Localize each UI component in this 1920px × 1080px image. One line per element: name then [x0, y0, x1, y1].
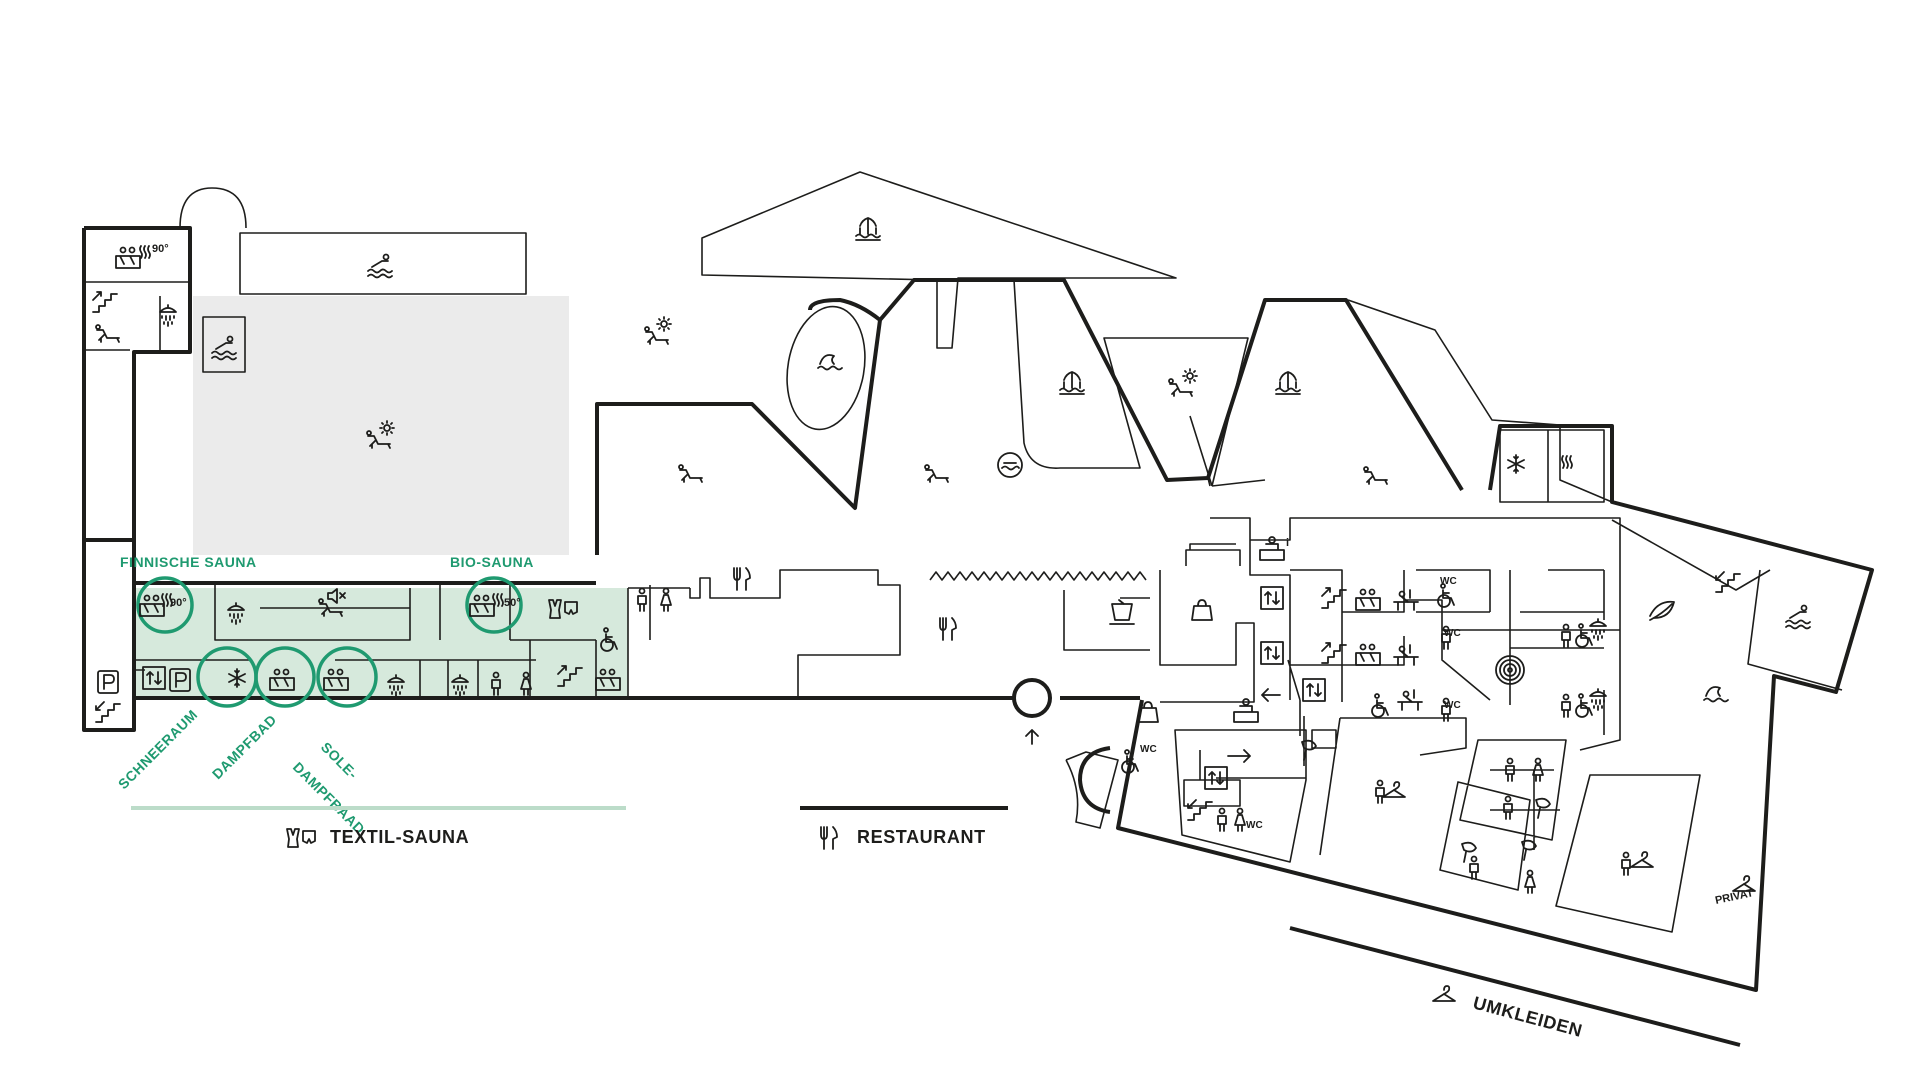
fountain-pool-icon-3 — [1275, 371, 1301, 395]
toilet-icon-woman-3 — [1234, 807, 1246, 832]
whirlpool-icon-2 — [1785, 604, 1811, 630]
lounger-icon — [95, 324, 120, 343]
elevator-icon-2 — [1260, 586, 1284, 610]
wc-label: WC — [1440, 576, 1457, 587]
shower-icon — [159, 304, 177, 327]
west-semicircle — [179, 187, 247, 229]
legend-textil-sauna[interactable]: TEXTIL-SAUNA — [330, 827, 469, 847]
sun-icon-2 — [656, 316, 672, 332]
restaurant-icon-2 — [939, 617, 957, 641]
wave-pool-icon-2 — [1703, 686, 1729, 703]
sole-dampfbad-marker[interactable] — [316, 646, 378, 708]
restaurant-icon — [733, 567, 751, 591]
lounger-icon-3 — [924, 464, 949, 483]
wheelchair-icon-2 — [1437, 583, 1455, 608]
sauna-icon-4 — [1355, 643, 1381, 666]
outer-wall-east — [1116, 424, 1874, 992]
umkleiden-underline — [1289, 926, 1741, 1047]
whirlpool-icon — [997, 452, 1023, 478]
wc-label-4: WC — [1140, 744, 1157, 755]
arrow-right-icon — [1227, 749, 1251, 763]
sole-label-line1[interactable]: SOLE- — [318, 739, 361, 782]
sauna-icon — [115, 246, 141, 269]
finnische-sauna-temp: 90° — [170, 597, 187, 609]
toilet-icon-woman-2 — [660, 587, 672, 612]
outdoor-terrace-area — [193, 296, 569, 555]
finnische-sauna-label[interactable]: FINNISCHE SAUNA — [120, 554, 257, 570]
toilet-icon-10 — [1503, 795, 1513, 820]
outer-wall-middle — [878, 278, 1464, 492]
bar-icon — [1109, 599, 1135, 625]
outer-wall-north — [595, 298, 882, 555]
sun-icon-3 — [1182, 368, 1198, 384]
toilet-icon-2 — [637, 587, 647, 612]
toilet-icon-woman-5 — [1524, 869, 1536, 894]
steam-heat-icon — [139, 245, 151, 259]
entrance-rotunda — [1012, 678, 1052, 718]
wheelchair-icon-3 — [1371, 693, 1389, 718]
bio-sauna-label[interactable]: BIO-SAUNA — [450, 554, 534, 570]
fountain-pool-icon-2 — [1059, 371, 1085, 395]
changing-room-icon-2 — [1630, 851, 1654, 868]
wc-label-5: WC — [1246, 820, 1263, 831]
east-semicircle — [1078, 746, 1111, 814]
swimming-pool-icon — [367, 253, 393, 279]
hair-dryer-icon-2 — [1535, 797, 1551, 819]
wc-label-2: WC — [1444, 628, 1461, 639]
schneeraum-label[interactable]: SCHNEERAUM — [115, 706, 201, 792]
fountain-pool-icon — [855, 217, 881, 241]
leaf-spa-icon — [1649, 600, 1675, 621]
massage-icon-2 — [1393, 644, 1419, 666]
textil-sauna-zone — [134, 588, 628, 698]
entrance-arrow-icon — [1025, 729, 1039, 745]
wc-label-3: WC — [1444, 700, 1461, 711]
steam-pool-icon — [1561, 455, 1573, 469]
dampfbad-marker[interactable] — [254, 646, 316, 708]
legend-restaurant[interactable]: RESTAURANT — [857, 827, 986, 847]
stairs-up-icon — [92, 291, 118, 313]
corridor-zigzag — [929, 571, 1147, 581]
wheelchair-icon-4 — [1575, 623, 1593, 648]
bio-sauna-temp: 50° — [504, 597, 521, 609]
swimwear-icon-legend — [286, 828, 316, 848]
parking-icon — [97, 670, 119, 694]
toilet-icon-7 — [1217, 807, 1227, 832]
wave-pool-basin — [786, 305, 866, 431]
stairs-down-icon — [95, 701, 121, 723]
toilet-icon-12 — [1621, 851, 1631, 876]
lounger-icon-4 — [1363, 466, 1388, 485]
bio-sauna-marker[interactable] — [465, 576, 523, 634]
finnische-sauna-marker[interactable] — [136, 576, 194, 634]
snowflake-icon — [1507, 454, 1525, 474]
info-label: i — [1286, 537, 1289, 549]
toilet-icon-8 — [1375, 779, 1385, 804]
locker-icon — [1302, 678, 1326, 702]
hair-dryer-icon-3 — [1461, 841, 1477, 863]
textil-sauna-underline — [131, 806, 626, 810]
restaurant-icon-legend — [820, 826, 838, 850]
toilet-icon-6 — [1561, 693, 1571, 718]
shop-bag-icon — [1191, 599, 1213, 621]
reception-desk — [1185, 543, 1241, 566]
changing-room-icon — [1382, 781, 1406, 798]
arrow-left-icon — [1261, 688, 1281, 702]
privat-label: PRIVAT — [1714, 887, 1755, 907]
wheelchair-icon-5 — [1575, 693, 1593, 718]
hanger-icon-legend — [1432, 985, 1456, 1002]
sun-lounger-icon-3 — [1168, 378, 1193, 397]
sauna-icon-3 — [1355, 588, 1381, 611]
outdoor-sauna-temp: 90° — [152, 243, 169, 255]
toilet-icon-5 — [1561, 623, 1571, 648]
restaurant-underline — [800, 806, 1008, 810]
stairs-down-icon-3 — [1187, 799, 1213, 821]
dampfbad-label[interactable]: DAMPFBAD — [209, 711, 280, 782]
massage-icon-3 — [1397, 689, 1423, 711]
lounger-icon-2 — [678, 464, 703, 483]
elevator-icon-3 — [1260, 641, 1284, 665]
toilet-icon-11 — [1469, 855, 1479, 880]
wave-pool-icon — [817, 354, 843, 371]
